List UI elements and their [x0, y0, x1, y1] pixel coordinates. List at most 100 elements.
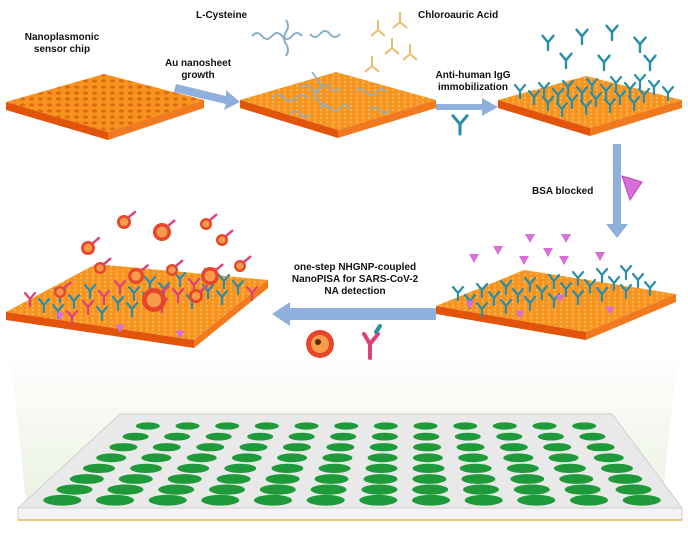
plate-well — [453, 422, 478, 430]
plate-well — [175, 422, 200, 430]
igg-antibody — [523, 276, 537, 293]
arrow-step2 — [436, 98, 498, 116]
sensor-chip-label: Nanoplasmonic sensor chip — [18, 32, 106, 56]
plate-well — [209, 484, 245, 495]
step3-label: BSA blocked — [532, 186, 594, 197]
igg-antibody — [81, 299, 95, 316]
igg-antibody — [541, 95, 555, 112]
plate-well — [359, 494, 398, 506]
igg-antibody — [561, 79, 575, 96]
bsa-icon — [621, 175, 643, 202]
bsa-molecule — [465, 300, 475, 309]
igg-antibody — [633, 73, 647, 90]
plate-well — [288, 432, 315, 441]
plate-well — [201, 494, 240, 506]
anti-human-igg-icon — [451, 114, 469, 136]
plate-well — [326, 443, 355, 452]
plate-well — [572, 422, 597, 430]
plate-well — [537, 432, 564, 441]
igg-antibody — [607, 275, 621, 292]
nhgnp-particle — [117, 210, 137, 229]
antibody-icon — [633, 36, 647, 54]
igg-antibody — [451, 285, 465, 302]
igg-antibody — [565, 93, 579, 110]
anti-human-igg-icon — [451, 114, 469, 136]
plate-well — [513, 484, 550, 495]
sensor-chip-label-line2: sensor chip — [33, 44, 91, 55]
plate-well — [96, 453, 127, 463]
chloroauric-acid-icon — [364, 12, 418, 73]
plate-well — [373, 422, 398, 430]
nhgnp-particle — [153, 219, 176, 241]
plate-well — [118, 474, 153, 484]
arrow-step3 — [606, 144, 628, 238]
igg-antibody — [575, 85, 589, 102]
plate-well — [167, 474, 202, 484]
plate-well — [265, 474, 300, 484]
igg-antibody — [585, 77, 599, 94]
plate-well — [361, 484, 398, 495]
nanoparticle-layer — [54, 210, 252, 312]
antibody-icon — [605, 24, 619, 42]
igg-antibody — [475, 282, 489, 299]
plate-well — [367, 453, 398, 463]
igg-antibody — [65, 309, 79, 326]
bsa-molecule — [559, 256, 569, 265]
bsa-molecule — [605, 306, 615, 315]
plate-well — [334, 422, 359, 430]
arrow-step4 — [272, 302, 436, 326]
igg-antibody — [171, 287, 185, 304]
igg-antibody — [97, 289, 111, 306]
plate-well — [196, 443, 225, 452]
plate-well — [247, 432, 274, 441]
bsa-molecule — [175, 330, 185, 339]
chip-bsa — [436, 270, 676, 340]
plate-well — [294, 422, 319, 430]
plate-well — [492, 422, 517, 430]
plate-well — [322, 453, 353, 463]
igg-antibody — [37, 297, 51, 314]
igg-antibody — [613, 89, 627, 106]
cysteine-chains-on-chip — [271, 71, 391, 118]
plate-well — [412, 453, 443, 463]
plate-well — [459, 463, 492, 473]
igg-antibody — [125, 301, 139, 318]
free-antibodies — [541, 24, 657, 72]
well-grid — [43, 422, 661, 506]
plate-well — [158, 484, 195, 495]
chip-au-nanosheet — [240, 71, 436, 138]
igg-antibody — [631, 272, 645, 289]
nhgnp-particle — [142, 285, 170, 312]
igg-antibody — [537, 81, 551, 98]
antibody-icon — [575, 28, 589, 46]
plate-well — [412, 463, 445, 473]
plate-well — [413, 422, 438, 430]
bsa-molecule — [561, 234, 571, 243]
plate-well — [224, 463, 257, 473]
igg-antibody — [555, 101, 569, 118]
nhgnp-particle — [81, 236, 101, 255]
plate-well — [318, 463, 351, 473]
antibody-icon — [643, 54, 657, 72]
igg-antibody — [23, 291, 37, 308]
step1-label-line1: Au nanosheet — [164, 58, 232, 69]
igg-antibody — [111, 295, 125, 312]
plate-well — [503, 453, 534, 463]
plate-well — [496, 432, 523, 441]
bsa-molecule — [115, 324, 125, 333]
plate-well — [456, 443, 485, 452]
plate-well — [96, 494, 134, 506]
igg-antibody — [231, 279, 245, 296]
sensor-chip-label-line1: Nanoplasmonic — [24, 32, 100, 43]
bsa-layer — [55, 234, 615, 339]
igg-antibody — [571, 270, 585, 287]
plate-well — [365, 463, 398, 473]
plate-well — [454, 432, 481, 441]
igg-antibody — [499, 279, 513, 296]
igg-antibody — [551, 87, 565, 104]
igg-antibody — [595, 267, 609, 284]
plate-well — [579, 432, 606, 441]
nhgnp-particle — [128, 264, 149, 284]
plate-well — [152, 443, 181, 452]
